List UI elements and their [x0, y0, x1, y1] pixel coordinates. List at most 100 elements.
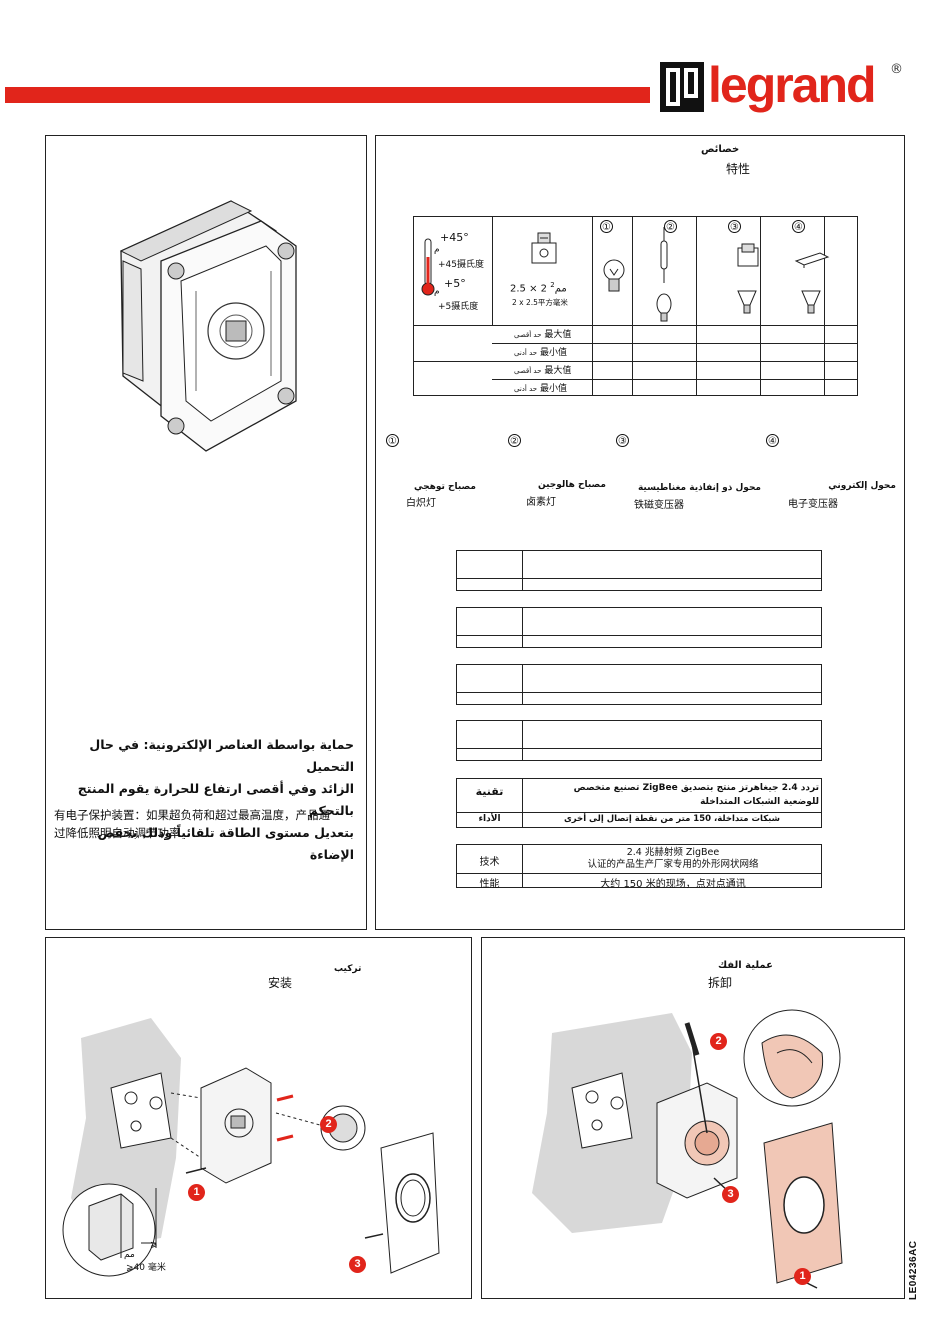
wire-unit-ar: مم	[554, 283, 567, 295]
perf-label-cn: 性能	[479, 879, 500, 890]
removal-title-cn: 拆卸	[708, 976, 733, 990]
spot-lamp-icon-4	[801, 290, 821, 314]
legend-4-cn: 电子变压器	[788, 499, 838, 510]
thermometer-icon	[421, 238, 435, 296]
row-1-label: حد أقصى 最大值	[514, 327, 571, 340]
row-2-ar: حد أدنى	[514, 349, 538, 357]
document-code: LE04236AC	[908, 1240, 919, 1300]
empty-spec-box-4	[456, 720, 822, 761]
tech-value-ar: تردد 2.4 جيغاهرتز منتج بتصديق ZigBee تصن…	[525, 781, 819, 809]
row-2-cn: 最小值	[539, 348, 567, 358]
characteristics-title-ar: خصائص	[701, 144, 740, 155]
temp-min-ar: م	[434, 287, 440, 297]
protection-cn-line-1: 有电子保护装置：如果超负荷和超过最高温度，产品通	[54, 808, 330, 822]
tech-spec-box-ar: تقنية تردد 2.4 جيغاهرتز منتج بتصديق ZigB…	[456, 778, 822, 828]
depth-unit-ar: مم	[124, 1250, 135, 1260]
temp-min-value: +5°	[444, 277, 466, 290]
row-2-label: حد أدنى 最小值	[514, 345, 567, 358]
empty-spec-box-1	[456, 550, 822, 591]
legend-3-cn: 铁磁变压器	[634, 500, 684, 511]
tech-label-cn: 技术	[479, 857, 500, 868]
protection-cn-line-2: 过降低照明自动调节功率	[54, 826, 181, 840]
wire-size-cn: 2 x 2.5平方毫米	[512, 298, 568, 307]
installation-illustration	[62, 1018, 440, 1277]
row-3-ar: حد أقصى	[514, 367, 542, 375]
col-2-number: ②	[664, 220, 677, 233]
temp-max-ar: م	[434, 245, 440, 255]
characteristics-title-cn: 特性	[726, 162, 751, 176]
halogen-tube-icon	[660, 227, 668, 283]
tech-spec-box-cn: 技术 2.4 兆赫射频 ZigBee 认证的产品生产厂家专用的外形网状网络 性能…	[456, 844, 823, 890]
install-title-ar: تركيب	[334, 964, 362, 974]
tech-value-ar-line-2: للوضعية الشبكات المتداخلة	[700, 797, 819, 807]
removal-illustration	[532, 1009, 843, 1289]
legend-1-ar: مصباح توهجي	[414, 482, 476, 492]
tech-label-ar: تقنية	[475, 785, 504, 798]
install-step-3: 3	[349, 1256, 366, 1273]
removal-step-2: 2	[710, 1033, 727, 1050]
characteristics-panel: خصائص 特性 +45° م +45摄氏度 +5° م +5摄氏度	[375, 135, 905, 930]
ferromagnetic-transformer-icon	[737, 243, 759, 267]
protection-text-ar: حماية بواسطة العناصر الإلكترونية: في حال…	[54, 734, 354, 866]
temp-max-cn: +45摄氏度	[438, 260, 484, 270]
legend-2-number: ②	[508, 434, 521, 447]
depth-symbol: ⩾	[150, 1240, 158, 1250]
legend-3-number: ③	[616, 434, 629, 447]
tech-value-cn-line-2: 认证的产品生产厂家专用的外形网状网络	[587, 859, 759, 870]
incandescent-bulb-icon	[603, 259, 625, 292]
halogen-bulb-icon	[656, 293, 672, 322]
removal-panel: عملية الفك 拆卸 2 3 1	[481, 937, 905, 1299]
legend-2-ar: مصباح هالوجين	[537, 480, 606, 490]
legend-4-ar: محول إلكتروني	[828, 481, 896, 491]
row-1-ar: حد أقصى	[514, 331, 542, 339]
tech-value-ar-line-1: تردد 2.4 جيغاهرتز منتج بتصديق ZigBee تصن…	[573, 783, 819, 793]
row-4-ar: حد أدنى	[514, 385, 538, 393]
tech-value-cn-line-1: 2.4 兆赫射频 ZigBee	[626, 847, 720, 858]
legend-2-cn: 卤素灯	[526, 497, 556, 508]
protection-ar-line-3: بتعديل مستوى الطاقة تلقائياً وذلك بخفض ا…	[97, 825, 354, 862]
temp-max-value: +45°	[440, 231, 469, 244]
empty-spec-box-3	[456, 664, 822, 705]
row-4-label: حد أدنى 最小值	[514, 381, 567, 394]
spot-lamp-icon-3	[737, 290, 757, 314]
legend-3-ar: محول ذو إنفاذية مغناطيسية	[637, 483, 761, 493]
wire-sup: 2	[550, 281, 555, 289]
install-step-1: 1	[188, 1184, 205, 1201]
removal-step-1: 1	[794, 1268, 811, 1285]
empty-spec-box-2	[456, 607, 822, 648]
protection-ar-line-1: حماية بواسطة العناصر الإلكترونية: في حال…	[89, 737, 354, 774]
protection-ar-line-2: الزائد وفي أقصى ارتفاع للحرارة يقوم المن…	[77, 781, 354, 818]
brand-name: legrand	[708, 57, 877, 113]
row-4-cn: 最小值	[539, 384, 567, 394]
wire-value: 2 × 2.5	[510, 283, 548, 295]
legend-1-number: ①	[386, 434, 399, 447]
wire-size: مم2 2 × 2.5	[510, 281, 567, 294]
electronic-transformer-icon	[794, 252, 830, 268]
installation-panel: تركيب 安装 مم ⩾ ⩾40 毫米 1 2 3	[45, 937, 472, 1299]
header-red-bar	[5, 87, 650, 103]
terminal-screw-icon	[531, 232, 557, 264]
perf-label-ar: الأداء	[478, 814, 501, 824]
row-3-cn: 最大值	[544, 366, 572, 376]
col-3-number: ③	[728, 220, 741, 233]
protection-text-cn: 有电子保护装置：如果超负荷和超过最高温度，产品通 过降低照明自动调节功率	[54, 806, 364, 842]
product-panel: حماية بواسطة العناصر الإلكترونية: في حال…	[45, 135, 367, 930]
dimmer-module-illustration	[119, 200, 297, 452]
legrand-mark-icon	[660, 62, 704, 112]
perf-value-cn: 大约 150 米的现场，点对点通讯	[600, 879, 746, 890]
removal-title-ar: عملية الفك	[718, 960, 773, 971]
legrand-logo: legrand ®	[660, 57, 910, 120]
temp-min-cn: +5摄氏度	[438, 302, 479, 312]
row-3-label: حد أقصى 最大值	[514, 363, 571, 376]
install-step-2: 2	[320, 1116, 337, 1133]
depth-cn: ⩾40 毫米	[126, 1263, 166, 1273]
load-spec-table: +45° م +45摄氏度 +5° م +5摄氏度 مم2 2 × 2.5 2 …	[413, 216, 858, 396]
removal-step-3: 3	[722, 1186, 739, 1203]
row-1-cn: 最大值	[544, 330, 572, 340]
col-1-number: ①	[600, 220, 613, 233]
perf-value-ar: شبكات متداخلة، 150 متر من نقطة إتصال إلى…	[563, 814, 781, 824]
legend-4-number: ④	[766, 434, 779, 447]
install-title-cn: 安装	[268, 976, 293, 990]
tech-value-cn: 2.4 兆赫射频 ZigBee 认证的产品生产厂家专用的外形网状网络	[523, 847, 823, 871]
col-4-number: ④	[792, 220, 805, 233]
